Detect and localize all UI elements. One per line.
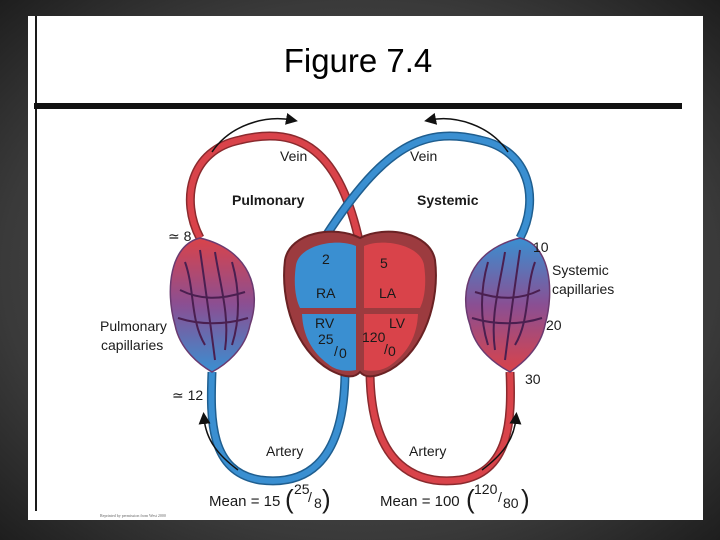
lv-systolic: 120 [362,329,386,345]
label-vein-right: Vein [410,148,437,164]
ra-value: 2 [322,251,330,267]
mean-left-slash: / [308,489,312,505]
credit-line: Reprinted by permission from West 2000 [100,513,166,518]
label-pulm-capillaries-2: capillaries [101,337,163,353]
title-divider [34,103,682,109]
systemic-artery [365,369,515,486]
mean-left-den: 8 [314,495,322,511]
pressure-sys-cap: 20 [546,317,562,333]
slide-title: Figure 7.4 [283,42,433,79]
mean-right-slash: / [498,489,502,505]
systemic-vein [316,131,535,248]
pulmonary-vein [185,131,365,246]
label-sys-capillaries-2: capillaries [552,281,614,297]
arrow-bottom-right [481,412,522,471]
pressure-pulm-vein: ≃ 8 [168,228,192,244]
label-pulmonary: Pulmonary [232,192,305,208]
lv-diastolic: 0 [388,343,396,359]
mean-right-paren-close: ) [521,484,530,514]
arrow-top-right [424,112,509,153]
label-sys-capillaries-1: Systemic [552,262,609,278]
mean-left-paren-open: ( [285,484,294,514]
arrow-top-left [211,113,298,153]
label-artery-left: Artery [266,443,303,459]
la-value: 5 [380,255,388,271]
arrow-bottom-left [198,412,239,471]
label-systemic: Systemic [417,192,479,208]
pressure-pulm-artery: ≃ 12 [172,387,203,403]
right-ventricle [302,314,356,371]
pulmonary-artery [206,369,350,486]
label-pulm-capillaries-1: Pulmonary [100,318,167,334]
label-vein-left: Vein [280,148,307,164]
mean-left-paren-close: ) [322,484,331,514]
pulmonary-capillary-bed [169,237,256,373]
la-label: LA [379,285,397,301]
mean-left-num: 25 [294,481,310,497]
rv-label: RV [315,315,335,331]
rv-slash: / [334,343,338,359]
mean-right-text: Mean = 100 [380,493,460,510]
pressure-sys-vein: 10 [533,239,549,255]
mean-right-paren-open: ( [466,484,475,514]
label-artery-right: Artery [409,443,446,459]
rv-diastolic: 0 [339,345,347,361]
rv-systolic: 25 [318,331,334,347]
ra-label: RA [316,285,336,301]
pressure-sys-artery: 30 [525,371,541,387]
mean-left-text: Mean = 15 [209,493,280,510]
mean-right-num: 120 [474,481,498,497]
left-divider [35,16,37,511]
left-ventricle [364,314,418,371]
lv-label: LV [389,315,406,331]
systemic-capillary-bed [464,237,551,373]
heart [283,230,437,378]
lv-slash: / [384,341,388,357]
mean-right-den: 80 [503,495,519,511]
left-atrium [364,242,426,308]
right-atrium [294,242,356,308]
